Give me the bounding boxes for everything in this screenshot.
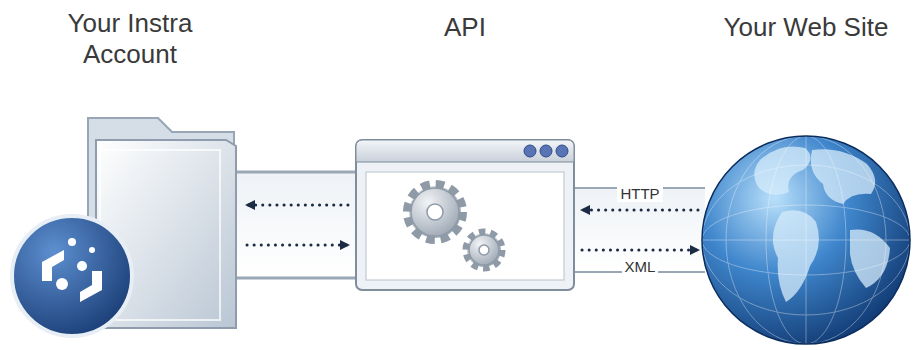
protocol-label: XML (622, 258, 659, 275)
dotted-arrow (247, 204, 348, 207)
protocol-label: HTTP (617, 185, 662, 202)
icon-node: Your Web Site (700, 12, 912, 344)
node-heading: API (365, 12, 565, 43)
dotted-arrow (582, 209, 698, 212)
icon-node: Your Instra Account (15, 8, 245, 345)
dotted-arrow (582, 249, 698, 252)
dotted-arrow (247, 244, 348, 247)
icon-node: API (350, 12, 580, 294)
node-heading: Your Web Site (703, 12, 909, 43)
node-heading: Your Instra Account (30, 8, 230, 70)
